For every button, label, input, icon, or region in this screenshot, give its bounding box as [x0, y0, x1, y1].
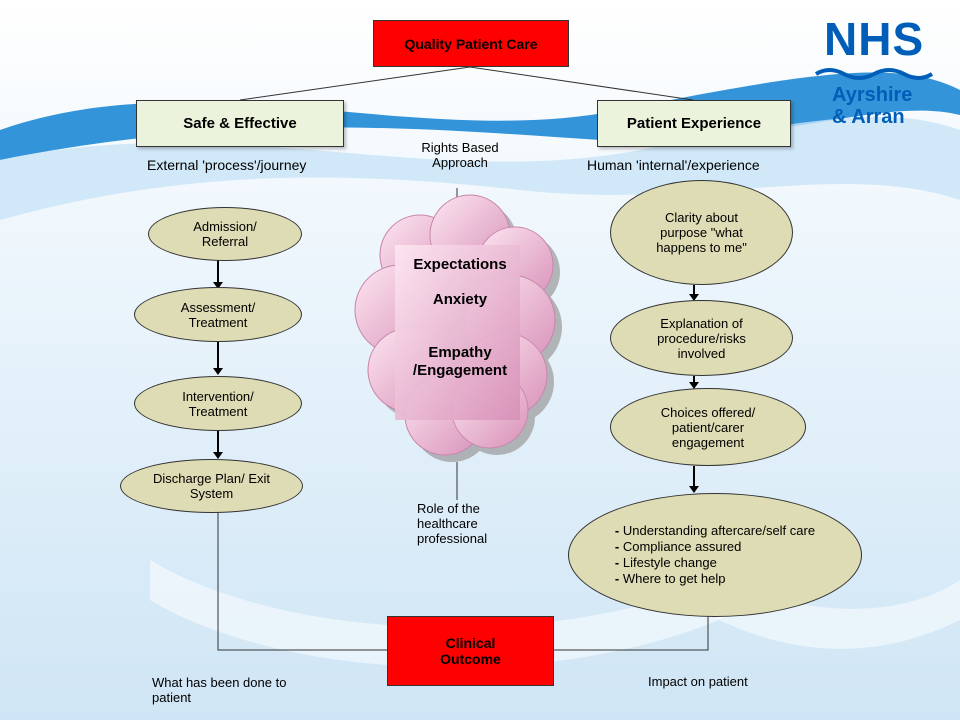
outcome-item: Lifestyle change	[615, 555, 815, 571]
right-step-1: Clarity about purpose "what happens to m…	[610, 180, 793, 285]
right-caption: Human 'internal'/experience	[587, 157, 760, 173]
right-step-2: Explanation of procedure/risks involved	[610, 300, 793, 376]
clinical-outcome-box: Clinical Outcome	[387, 616, 554, 686]
role-label: Role of the healthcare professional	[417, 501, 488, 546]
nhs-logo: NHS	[824, 13, 925, 65]
cloud-anxiety: Anxiety	[432, 291, 488, 308]
left-step-3: Intervention/ Treatment	[134, 376, 302, 431]
left-caption: External 'process'/journey	[147, 157, 307, 173]
right-step-3: Choices offered/ patient/carer engagemen…	[610, 388, 806, 466]
cloud-empathy: Empathy /Engagement	[412, 344, 508, 379]
outcome-item: Compliance assured	[615, 539, 815, 555]
outcome-item: Where to get help	[615, 571, 815, 587]
left-step-4: Discharge Plan/ Exit System	[120, 459, 303, 513]
safe-effective-box: Safe & Effective	[136, 100, 344, 147]
rights-based-approach-label: Rights Based Approach	[421, 140, 499, 170]
left-step-1: Admission/ Referral	[148, 207, 302, 261]
left-step-2: Assessment/ Treatment	[134, 287, 302, 342]
patient-experience-box: Patient Experience	[597, 100, 791, 147]
outcome-list: Understanding aftercare/self care Compli…	[615, 523, 815, 587]
logo-region-line2: & Arran	[832, 106, 905, 128]
logo-region-line1: Ayrshire	[832, 84, 913, 106]
logo-region: Ayrshire & Arran	[832, 84, 912, 128]
wave-icon	[814, 68, 934, 80]
right-step-final: Understanding aftercare/self care Compli…	[568, 493, 862, 617]
bottom-left-caption: What has been done to patient	[152, 675, 287, 705]
cloud-expectations: Expectations	[413, 256, 507, 273]
quality-patient-care-box: Quality Patient Care	[373, 20, 569, 67]
outcome-item: Understanding aftercare/self care	[615, 523, 815, 539]
bottom-right-caption: Impact on patient	[648, 674, 748, 689]
